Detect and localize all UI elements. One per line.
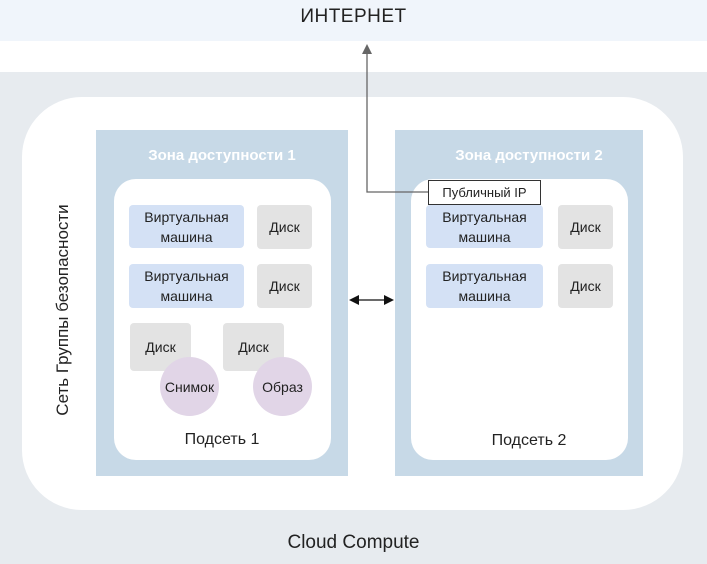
image-circle: Образ (253, 357, 312, 416)
zone-1-disk-2: Диск (257, 264, 312, 308)
subnet-1-label: Подсеть 1 (184, 431, 260, 448)
zone-1-title: Зона доступности 1 (148, 147, 296, 164)
public-ip-to-internet-arrow (362, 44, 428, 193)
public-ip-box: Публичный IP (428, 180, 541, 205)
zone-1-disk-1: Диск (257, 205, 312, 249)
zone-2-vm-2: Виртуальная машина (426, 264, 543, 308)
vm-label: Виртуальная машина (144, 208, 229, 245)
zone-1-vm-1: Виртуальная машина (129, 205, 244, 248)
cloud-compute-label: Cloud Compute (287, 532, 420, 553)
zone-1-vm-2: Виртуальная машина (129, 264, 244, 308)
vm-label: Виртуальная машина (442, 268, 527, 304)
internet-label: ИНТЕРНЕТ (300, 6, 407, 27)
vm-label: Виртуальная машина (442, 208, 527, 245)
zone-2-disk-1: Диск (558, 205, 613, 249)
internet-band (0, 0, 707, 41)
subnet-2-label: Подсеть 2 (491, 432, 567, 449)
zone-2-title: Зона доступности 2 (455, 147, 603, 164)
zone-2-vm-1: Виртуальная машина (426, 205, 543, 248)
snapshot-circle: Снимок (160, 357, 219, 416)
zone-2-disk-2: Диск (558, 264, 613, 308)
vm-label: Виртуальная машина (144, 268, 229, 304)
